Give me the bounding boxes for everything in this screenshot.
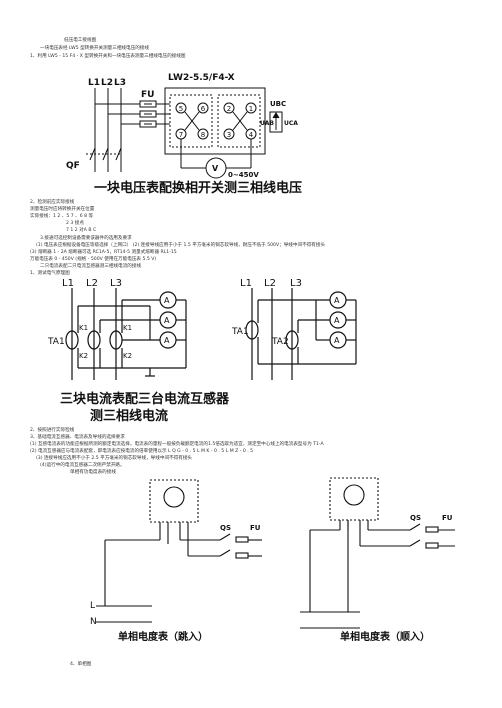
figure1-caption: 一块电压表配换相开关测三相线电压 bbox=[94, 180, 302, 196]
s2-line3: 实际接线：1 2 、5 7 、6 8 等 bbox=[30, 214, 94, 219]
ammeter-symbol: A bbox=[334, 336, 340, 345]
switch-model-label: LW2-5.5/F4-X bbox=[168, 73, 235, 83]
figure2-caption-2: 测三相线电流 bbox=[90, 408, 168, 424]
ta2-label-right: TA2 bbox=[271, 337, 289, 347]
fuse-label: FU bbox=[141, 90, 154, 100]
s2-line1: 2、检测前应实际接线 bbox=[30, 200, 75, 205]
s3-line1: 2、按照进行实际检线 bbox=[30, 428, 75, 433]
doc-title: 低压电工接线图 bbox=[64, 38, 97, 43]
ammeter-symbol: A bbox=[164, 336, 170, 345]
terminal-label: 3 bbox=[227, 131, 231, 139]
uca-label: UCA bbox=[284, 120, 298, 127]
ta1-label: TA1 bbox=[47, 337, 65, 347]
s3-line3: (1) 互感电流表的功能应根据所测的额定电流选择，电流表的量程一般按负载额定电流… bbox=[30, 442, 324, 447]
terminal-label: 7 bbox=[179, 131, 183, 139]
right-phase-l2: L2 bbox=[264, 278, 276, 289]
doc-subtitle: 一块电压表经 LW5 型转换开关测量三相线电压的接线 bbox=[40, 46, 149, 51]
qs-label-right: QS bbox=[410, 514, 421, 522]
line-label-left: L bbox=[90, 601, 95, 611]
s2-line5: 7 1 2 对A B C bbox=[66, 228, 97, 233]
s2-line10: 二只电流表配二只电流互感器测三相线电流的接线 bbox=[40, 264, 142, 269]
doc-item-1: 1、利用 LW5 - 15 F4 - X 型转换开关和一块电压表测量三相线电压的… bbox=[30, 54, 186, 59]
ta1-label-right: TA1 bbox=[231, 327, 249, 337]
phase-label-l2: L2 bbox=[101, 78, 113, 88]
voltmeter-range: 0~450V bbox=[228, 171, 259, 179]
s3-line4: (2) 电流互感器应与电流表配套，即电流表应按电流的倍率使用以示 L Q G -… bbox=[30, 449, 254, 454]
s2-line6: 3.接通可选控制设备需要该器件的选用及要求 bbox=[40, 236, 132, 241]
s3-line5: (3) 连接导线应选用不小于 2.5 平方毫米的铜芯软导线，导线中间不得有接头 bbox=[36, 456, 193, 461]
breaker-label: QF bbox=[66, 161, 80, 171]
k2-label: K2 bbox=[79, 352, 88, 360]
ammeter-symbol: A bbox=[164, 296, 170, 305]
s2-line11: 1、测试电气原理图 bbox=[30, 271, 70, 276]
s3-line2: 3、基础电流互感器、电流表及导线的选择要求 bbox=[30, 435, 125, 440]
right-phase-l1: L1 bbox=[240, 278, 252, 289]
k1-label: K1 bbox=[123, 324, 132, 332]
ammeter-symbol: A bbox=[334, 316, 340, 325]
left-phase-l1: L1 bbox=[62, 278, 74, 289]
k1-label: K1 bbox=[79, 324, 88, 332]
uab-label: UAB bbox=[260, 120, 274, 127]
phase-label-l3: L3 bbox=[114, 78, 126, 88]
ammeter-symbol: A bbox=[164, 316, 170, 325]
terminal-label: 8 bbox=[201, 131, 205, 139]
s2-line8: (3) 熔断器 1 - 2A 熔断器可选 RC1A-5，RT14-5 测量式熔断… bbox=[30, 250, 177, 255]
terminal-label: 5 bbox=[179, 105, 183, 113]
figure3-caption-left: 单相电度表（跳入） bbox=[118, 630, 208, 643]
s3-line7: 单相有功电度表的接线 bbox=[70, 470, 116, 475]
terminal-label: 2 bbox=[227, 105, 231, 113]
figure2-caption-1: 三块电流表配三台电流互感器 bbox=[60, 391, 230, 407]
right-phase-l3: L3 bbox=[290, 278, 302, 289]
s2-line4: 2 3 接点 bbox=[66, 221, 84, 226]
k2-label: K2 bbox=[123, 352, 132, 360]
s3-line6: (4)运行中的电流互感器二次侧严禁开路。 bbox=[40, 463, 125, 468]
ammeter-symbol: A bbox=[334, 296, 340, 305]
terminal-label: 4 bbox=[249, 131, 254, 139]
s2-line9: 万能电压表 0 - 450V (规格 - 500V 使用在万能电压表 5.5 V… bbox=[30, 257, 157, 262]
voltmeter-symbol: V bbox=[212, 164, 219, 173]
ubc-label: UBC bbox=[270, 100, 286, 108]
fu-label-right: FU bbox=[442, 514, 453, 522]
phase-label-l1: L1 bbox=[88, 78, 100, 88]
s2-line2: 测量电压时应将转换开关在位置 bbox=[30, 207, 95, 212]
figure3-caption-right: 单相电度表（顺入） bbox=[340, 630, 430, 643]
terminal-label: 1 bbox=[249, 105, 253, 113]
qs-label-left: QS bbox=[220, 524, 231, 532]
footer-line1: 4、单相图 bbox=[70, 662, 92, 667]
terminal-label: 6 bbox=[201, 105, 206, 113]
left-phase-l2: L2 bbox=[86, 278, 98, 289]
fu-label-left: FU bbox=[250, 524, 261, 532]
neutral-label-left: N bbox=[90, 617, 97, 627]
s2-line7: (1) 电压表应根据设备电压等级选择（上网口） (2) 连接导线应用于小于 1.… bbox=[36, 243, 326, 248]
left-phase-l3: L3 bbox=[110, 278, 122, 289]
